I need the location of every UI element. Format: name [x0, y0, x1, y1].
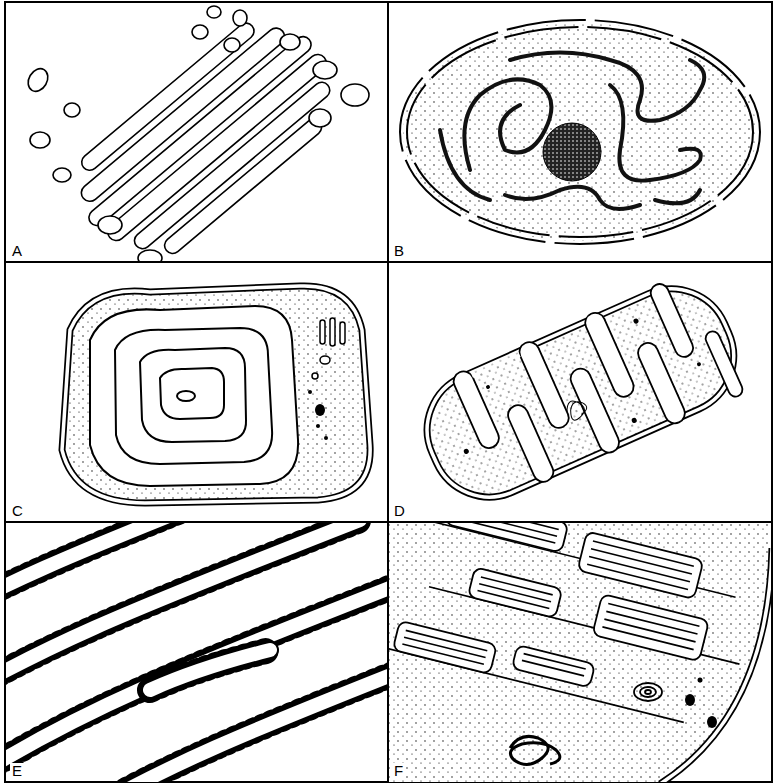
- panel-letter: A: [10, 243, 24, 259]
- panel-letter: B: [392, 243, 406, 259]
- panel-letter: E: [10, 763, 24, 779]
- panel-letter: F: [392, 763, 405, 779]
- panel-letter: C: [10, 503, 25, 519]
- panel-letter: D: [392, 503, 407, 519]
